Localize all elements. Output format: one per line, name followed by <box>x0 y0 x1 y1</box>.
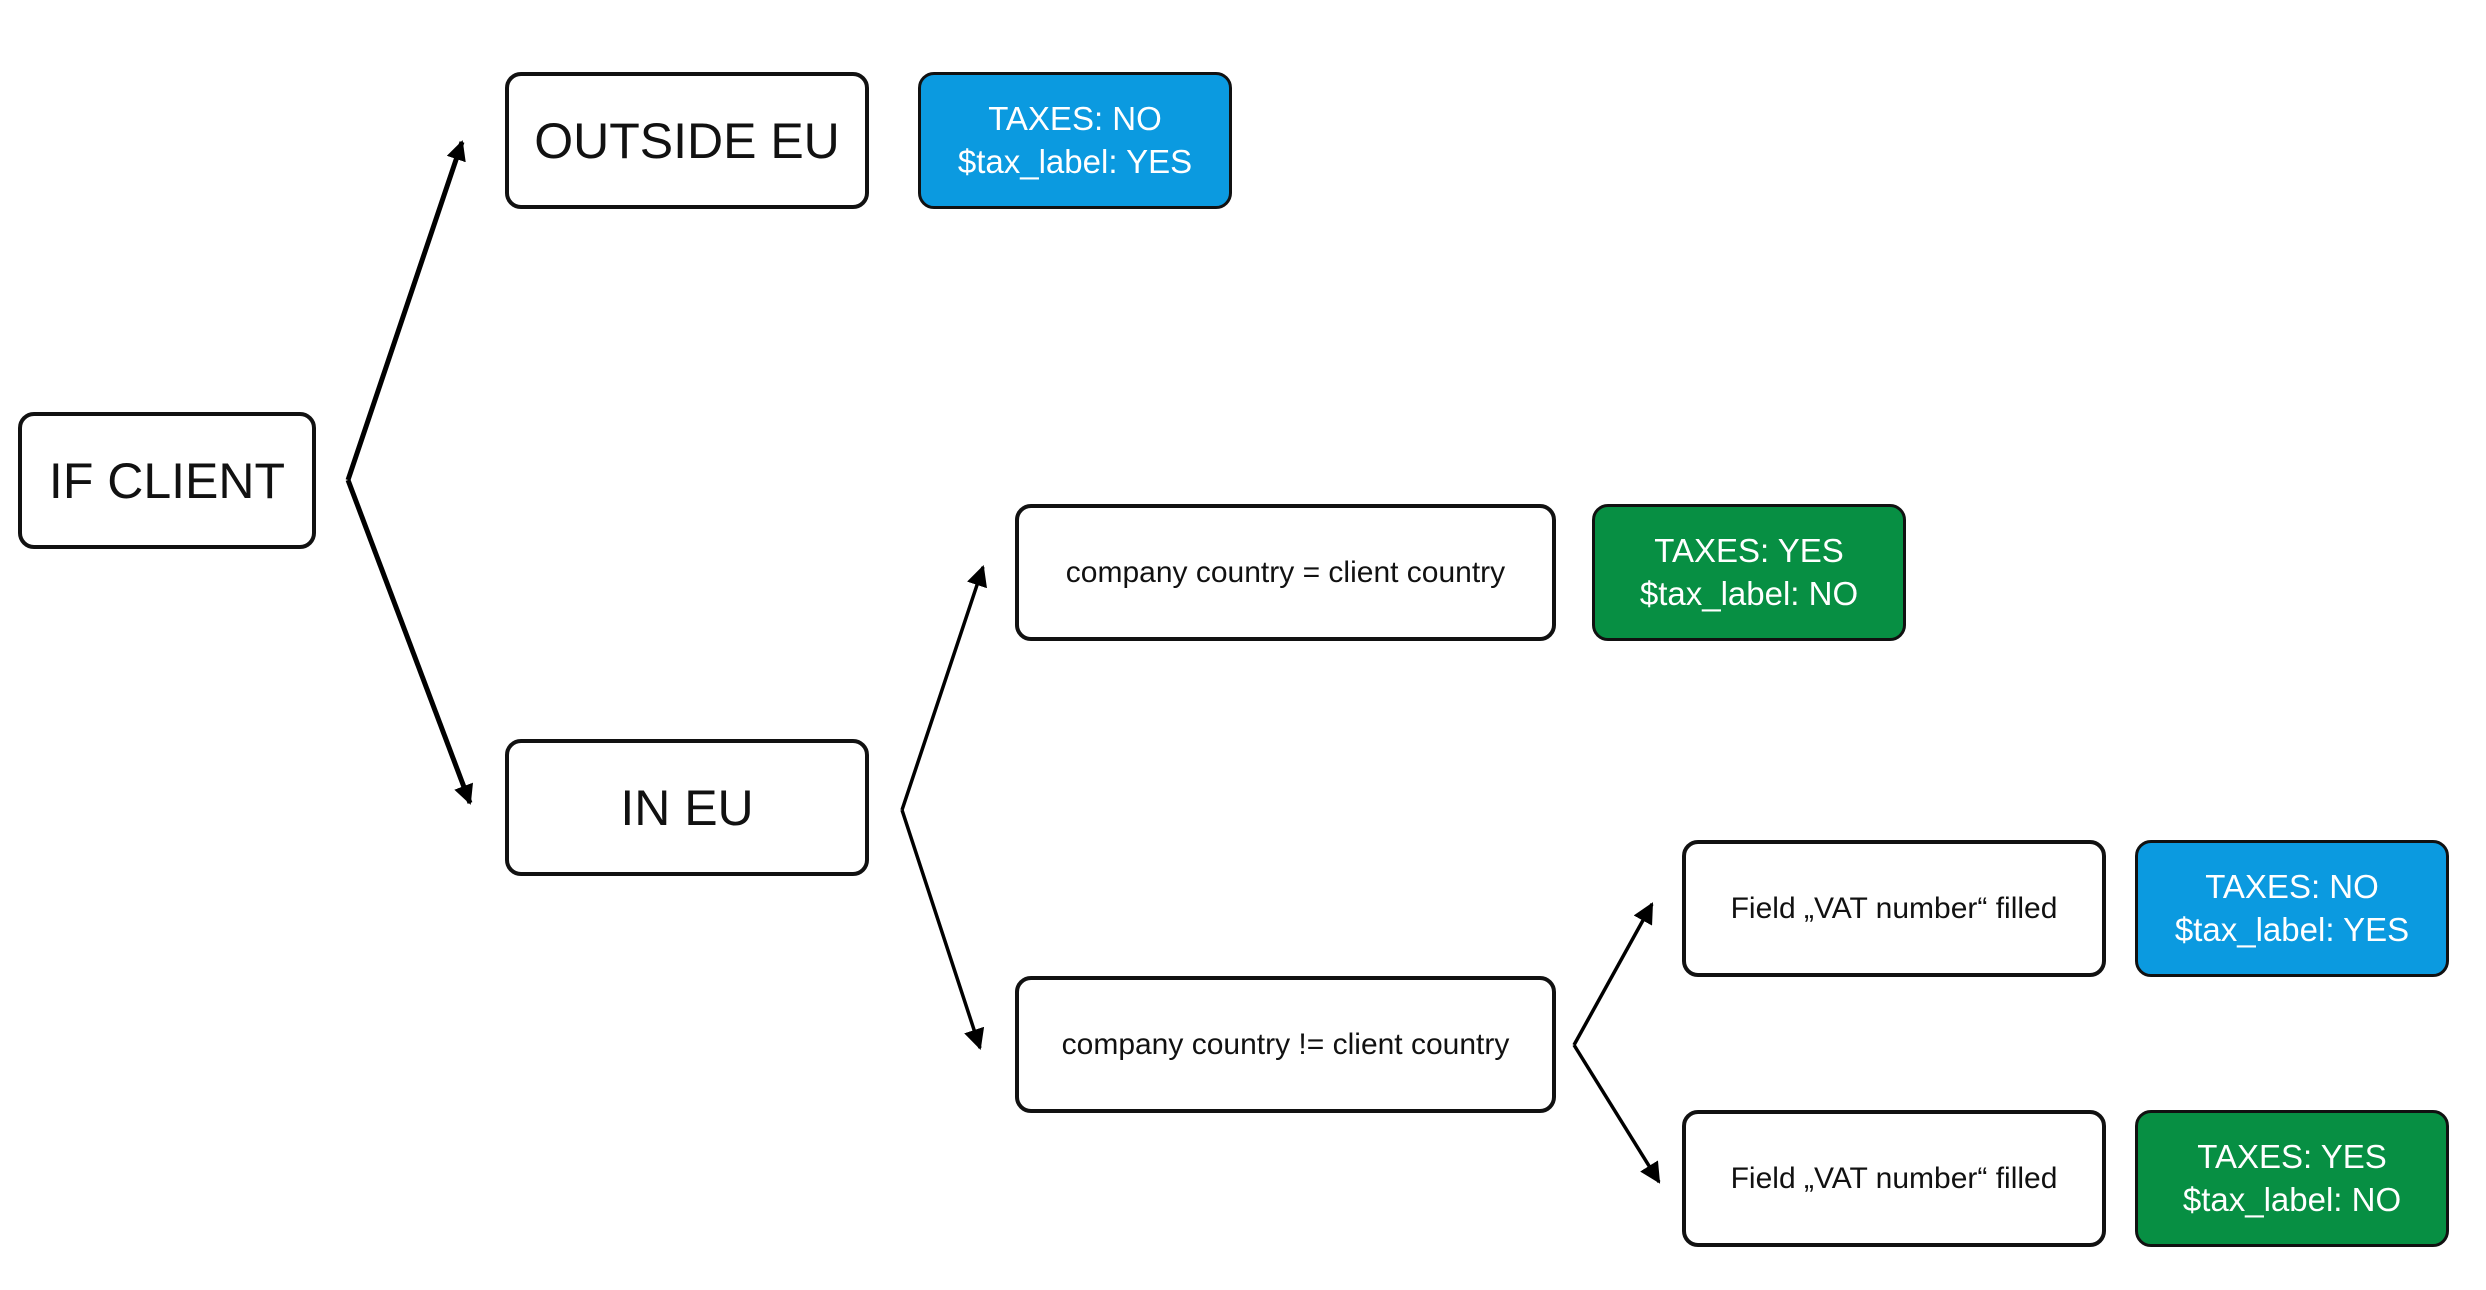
vat-filled-label-2: Field „VAT number“ filled <box>1730 1161 2058 1195</box>
branch-outside-eu-arrow <box>345 140 466 481</box>
result-vat-filled-2: TAXES: YES $tax_label: NO <box>2135 1110 2449 1247</box>
branch-vat-filled-2-arrow <box>1572 1044 1661 1184</box>
if-client-node: IF CLIENT <box>18 412 316 549</box>
branch-in-eu-arrow <box>345 479 473 805</box>
result-same-country: TAXES: YES $tax_label: NO <box>1592 504 1906 641</box>
vat-filled-node-1: Field „VAT number“ filled <box>1682 840 2106 977</box>
result-vat-filled-1-tax-label: $tax_label: YES <box>2174 910 2410 948</box>
vat-filled-node-2: Field „VAT number“ filled <box>1682 1110 2106 1247</box>
in-eu-label: IN EU <box>620 779 754 836</box>
result-vat-filled-1-taxes: TAXES: NO <box>2205 867 2379 905</box>
branch-diff-country-arrow <box>900 809 985 1050</box>
result-outside-eu-tax-label: $tax_label: YES <box>957 142 1193 180</box>
diff-country-label: company country != client country <box>1061 1027 1510 1061</box>
branch-vat-filled-1-arrow <box>1572 902 1654 1046</box>
branch-same-country-arrow <box>900 565 987 811</box>
if-client-label: IF CLIENT <box>48 452 286 509</box>
result-vat-filled-1: TAXES: NO $tax_label: YES <box>2135 840 2449 977</box>
in-eu-node: IN EU <box>505 739 869 876</box>
same-country-node: company country = client country <box>1015 504 1556 641</box>
outside-eu-node: OUTSIDE EU <box>505 72 869 209</box>
same-country-label: company country = client country <box>1065 555 1506 589</box>
vat-filled-label-1: Field „VAT number“ filled <box>1730 891 2058 925</box>
result-outside-eu-taxes: TAXES: NO <box>988 99 1162 137</box>
result-same-country-tax-label: $tax_label: NO <box>1639 574 1859 612</box>
outside-eu-label: OUTSIDE EU <box>534 112 840 169</box>
result-vat-filled-2-taxes: TAXES: YES <box>2197 1137 2387 1175</box>
result-outside-eu: TAXES: NO $tax_label: YES <box>918 72 1232 209</box>
result-same-country-taxes: TAXES: YES <box>1654 531 1844 569</box>
result-vat-filled-2-tax-label: $tax_label: NO <box>2182 1180 2402 1218</box>
diff-country-node: company country != client country <box>1015 976 1556 1113</box>
